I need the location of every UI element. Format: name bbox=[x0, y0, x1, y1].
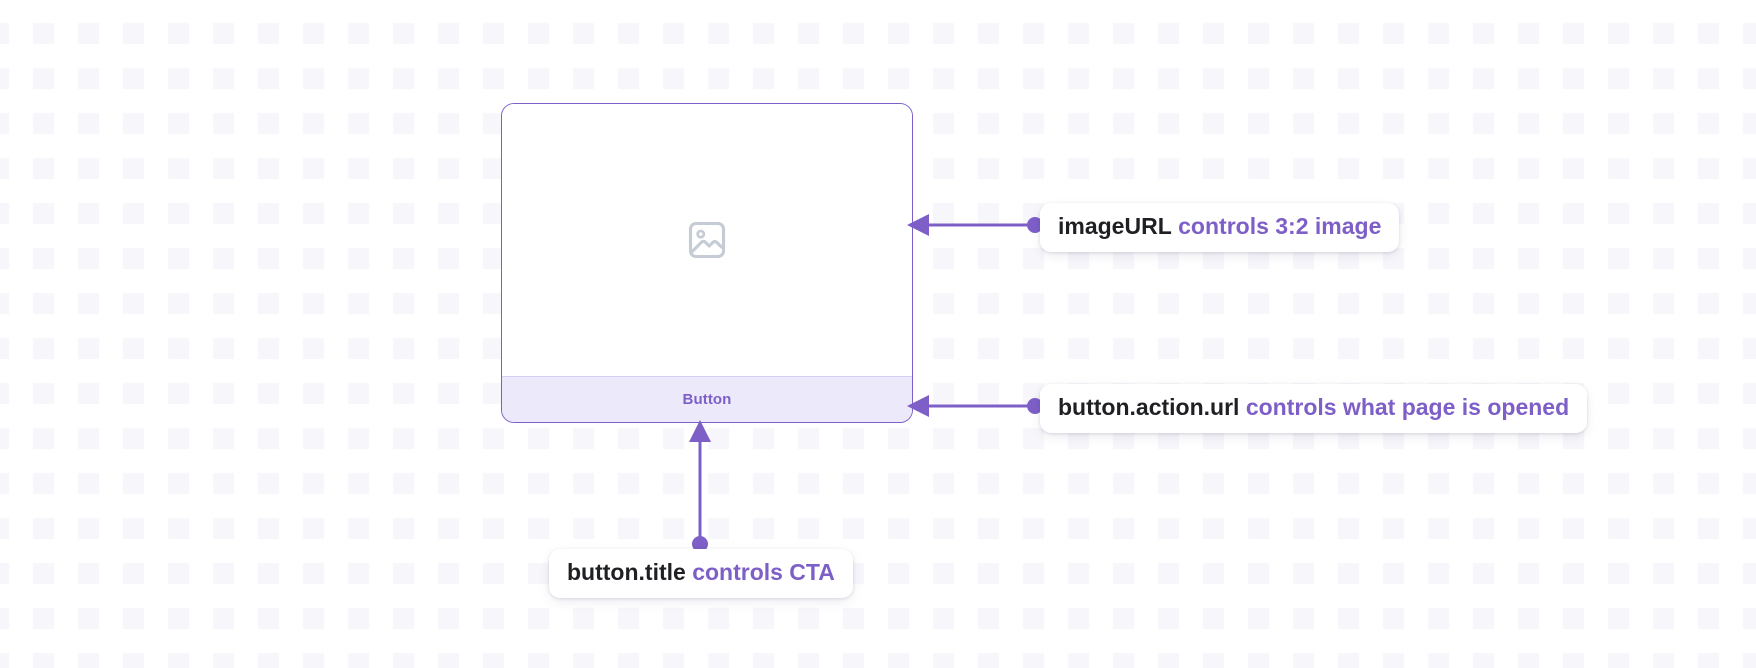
annotation-pill-button-title[interactable]: button.title controls CTA bbox=[549, 549, 853, 598]
annotation-key: button.action.url bbox=[1058, 394, 1240, 420]
card-image-area[interactable] bbox=[502, 104, 912, 376]
annotation-pill-button-action-url[interactable]: button.action.url controls what page is … bbox=[1040, 384, 1588, 433]
annotation-description: controls what page is opened bbox=[1245, 394, 1570, 420]
annotation-description: controls 3:2 image bbox=[1178, 213, 1382, 239]
connector-button-action-url bbox=[907, 395, 1043, 417]
connector-imageurl bbox=[907, 214, 1043, 236]
image-icon bbox=[688, 221, 726, 259]
connector-button-title bbox=[689, 420, 711, 552]
preview-card[interactable]: Button bbox=[501, 103, 913, 423]
card-button-label: Button bbox=[682, 391, 732, 408]
card-button-bar[interactable]: Button bbox=[502, 376, 912, 422]
annotation-key: button.title bbox=[567, 559, 686, 585]
annotation-key: imageURL bbox=[1058, 213, 1172, 239]
annotation-pill-imageurl[interactable]: imageURL controls 3:2 image bbox=[1040, 203, 1400, 252]
annotation-description: controls CTA bbox=[692, 559, 835, 585]
